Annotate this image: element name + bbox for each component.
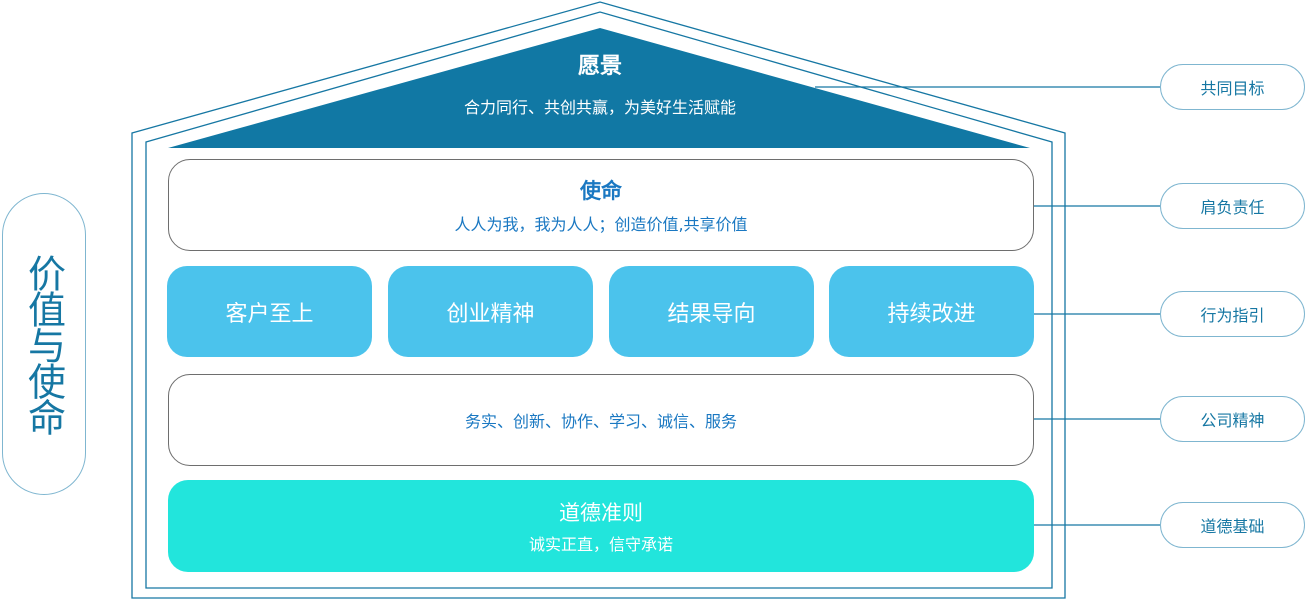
spirit-box: 务实、创新、协作、学习、诚信、服务	[168, 374, 1034, 466]
spirit-subtitle: 务实、创新、协作、学习、诚信、服务	[464, 412, 737, 431]
ethics-box: 道德准则 诚实正直，信守承诺	[168, 480, 1034, 572]
label-pill: 行为指引	[1160, 291, 1305, 337]
label-pill: 道德基础	[1160, 502, 1305, 548]
side-title-pill: 价值与使命	[2, 193, 86, 495]
label-pill: 公司精神	[1160, 396, 1305, 442]
value-box: 客户至上	[167, 266, 372, 357]
mission-title: 使命	[580, 179, 622, 203]
vision-subtitle: 合力同行、共创共赢，为美好生活赋能	[463, 98, 736, 117]
mission-subtitle: 人人为我，我为人人；创造价值,共享价值	[454, 215, 748, 234]
ethics-title: 道德准则	[559, 501, 643, 525]
label-pill: 肩负责任	[1160, 183, 1305, 229]
value-box: 持续改进	[829, 266, 1034, 357]
ethics-subtitle: 诚实正直，信守承诺	[528, 535, 673, 554]
value-box: 结果导向	[609, 266, 814, 357]
mission-box: 使命 人人为我，我为人人；创造价值,共享价值	[168, 159, 1034, 251]
value-box: 创业精神	[388, 266, 593, 357]
label-pill: 共同目标	[1160, 64, 1305, 110]
side-title: 价值与使命	[21, 254, 66, 434]
vision-title: 愿景	[577, 54, 622, 79]
